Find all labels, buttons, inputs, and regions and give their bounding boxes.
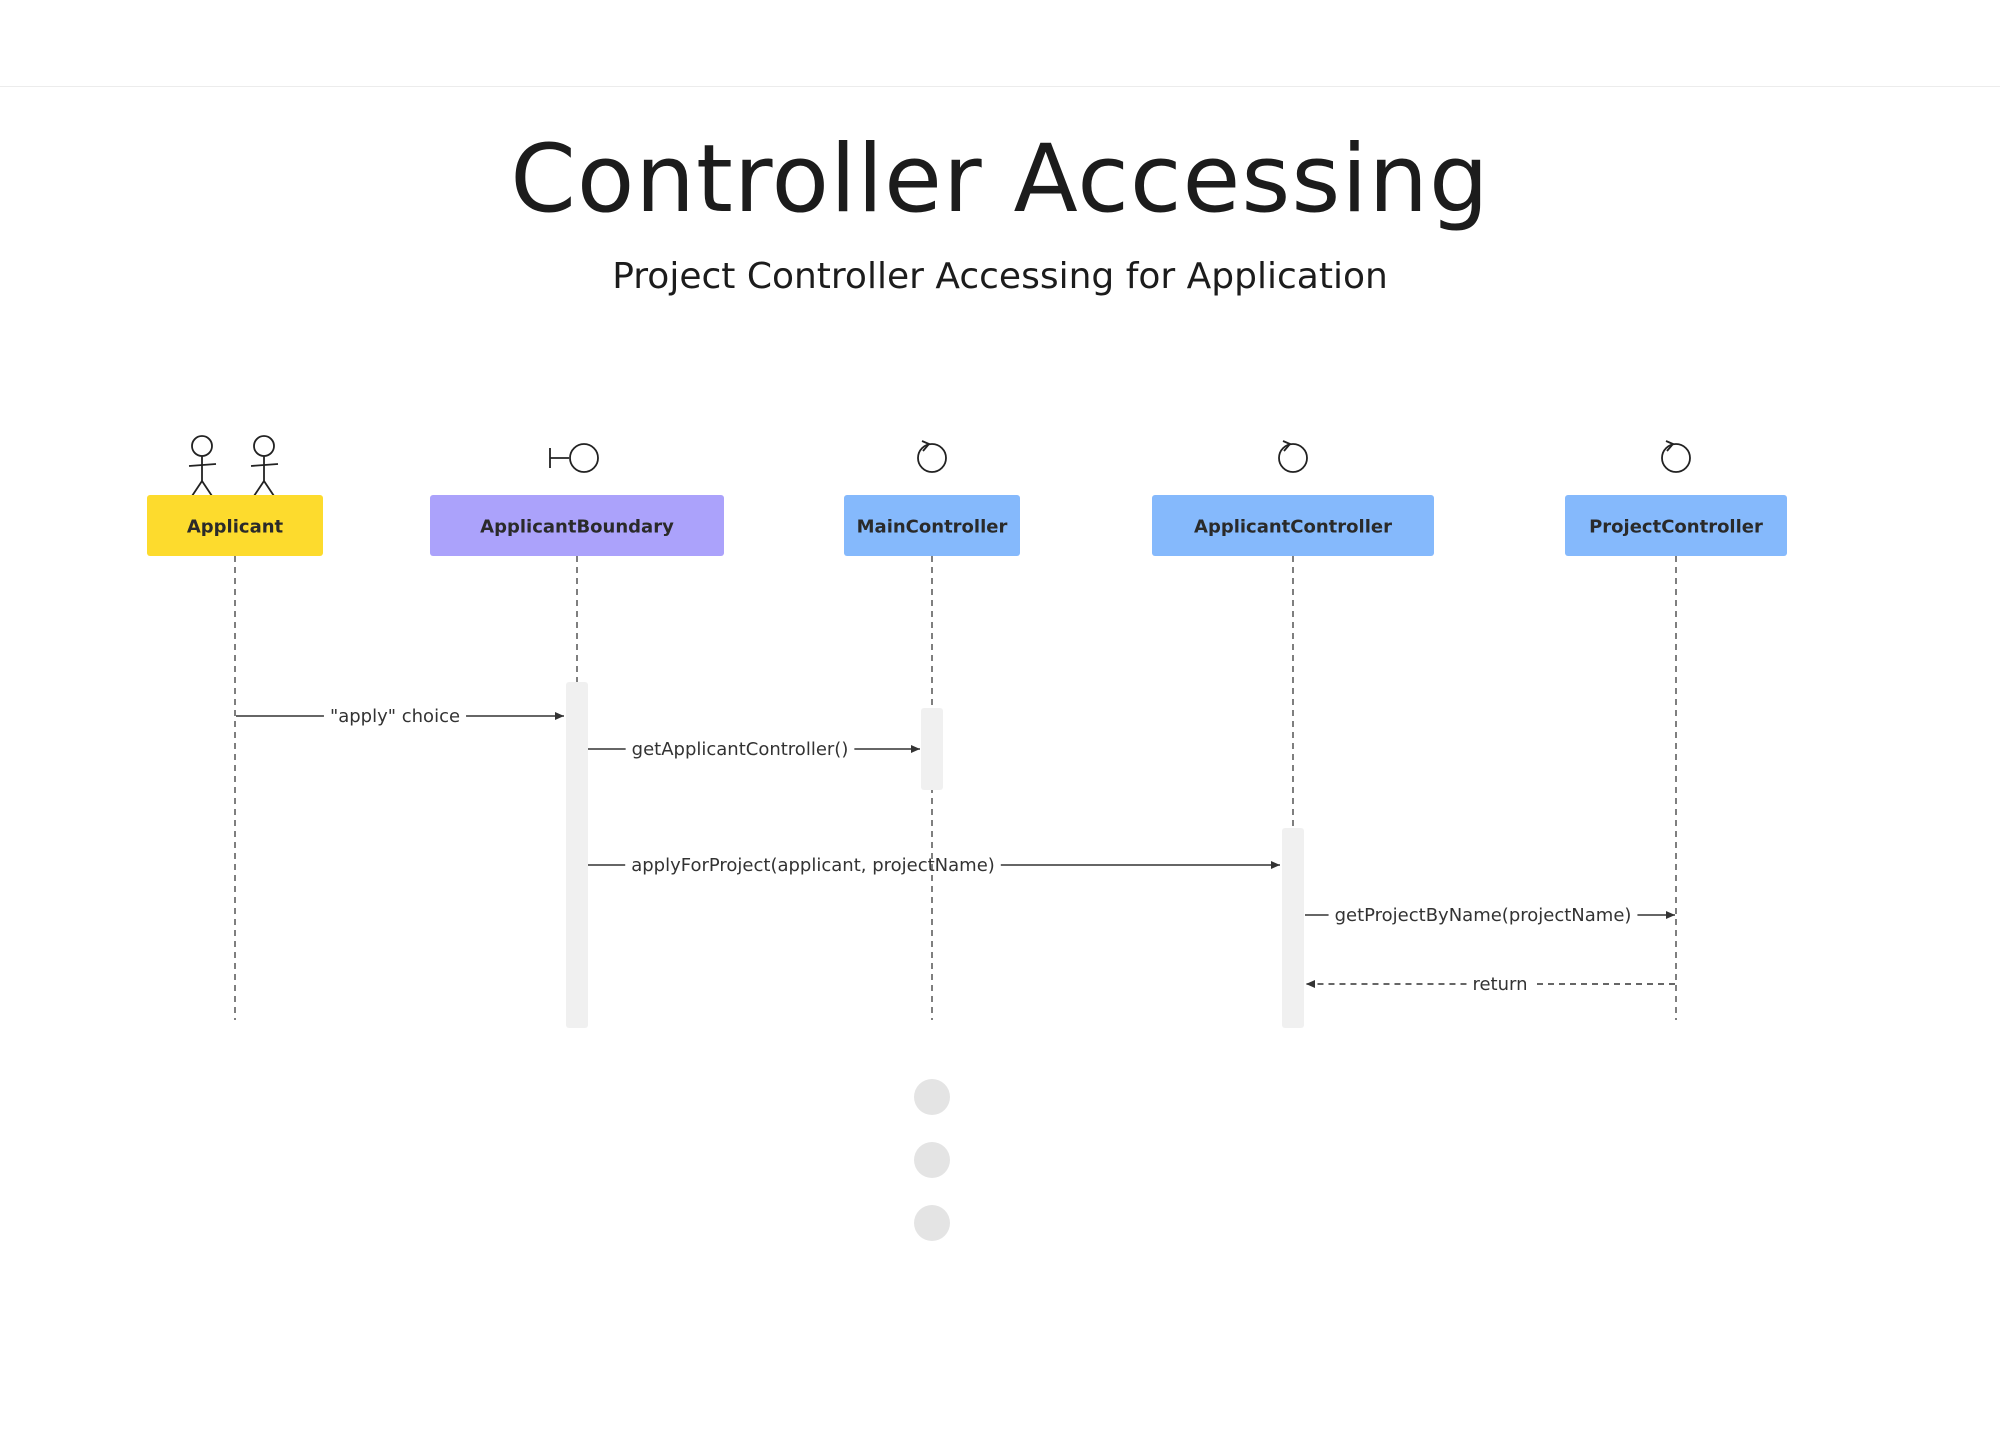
boundary-icon [549,443,599,473]
message-label: "apply" choice [330,706,460,727]
participant-label-applicant: Applicant [187,517,284,538]
participant-label-project-controller: ProjectController [1589,517,1763,538]
page-title: Controller Accessing [510,125,1490,234]
actor-icon [188,435,279,497]
message-1: getApplicantController() [588,739,920,760]
participant-applicant: Applicant [147,435,323,556]
participant-applicant-boundary: ApplicantBoundary [430,443,724,556]
message-2: applyForProject(applicant, projectName) [588,855,1280,876]
participant-box-main-controller [844,495,1020,556]
participant-main-controller: MainController [844,440,1020,556]
message-3: getProjectByName(projectName) [1305,905,1675,926]
control-icon [917,440,947,473]
participant-box-applicant-boundary [430,495,724,556]
message-0: "apply" choice [236,706,564,727]
top-toolbar [0,0,2000,87]
message-label: return [1472,974,1527,995]
ellipsis-dot [914,1142,950,1178]
participant-applicant-controller: ApplicantController [1152,440,1434,556]
participant-box-applicant [147,495,323,556]
activation-bar-applicant-controller [1282,828,1304,1028]
message-label: getApplicantController() [632,739,849,760]
participant-label-main-controller: MainController [857,517,1008,538]
participant-box-applicant-controller [1152,495,1434,556]
message-label: applyForProject(applicant, projectName) [631,855,995,876]
control-icon [1278,440,1308,473]
participant-project-controller: ProjectController [1565,440,1787,556]
control-icon [1661,440,1691,473]
participant-label-applicant-controller: ApplicantController [1194,517,1392,538]
ellipsis-dot [914,1205,950,1241]
ellipsis-dot [914,1079,950,1115]
participant-box-project-controller [1565,495,1787,556]
activation-bar-main-controller [921,708,943,790]
participant-label-applicant-boundary: ApplicantBoundary [480,517,674,538]
message-4: return [1306,974,1675,995]
message-label: getProjectByName(projectName) [1335,905,1632,926]
activation-bar-applicant-boundary [566,682,588,1028]
page-subtitle: Project Controller Accessing for Applica… [612,256,1388,297]
